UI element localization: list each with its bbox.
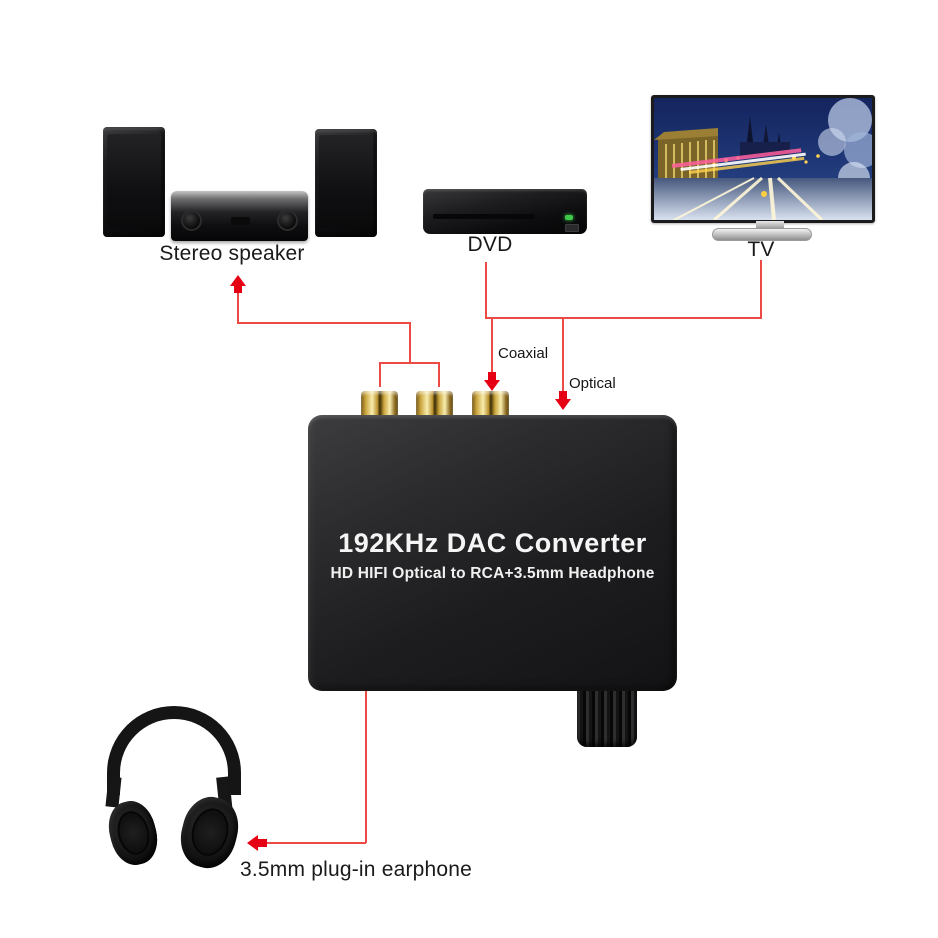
volume-knob — [577, 684, 637, 747]
stereo-receiver — [171, 191, 308, 241]
dvd-power-led — [565, 215, 573, 221]
earphone-label: 3.5mm plug-in earphone — [240, 858, 473, 881]
rca-bracket-right-drop — [438, 362, 440, 387]
junction-cable-horizontal — [485, 317, 762, 319]
coaxial-down-arrow-icon — [484, 372, 500, 391]
tv-screen — [654, 98, 872, 220]
optical-down-arrow-icon — [555, 391, 571, 410]
tv-stand-base — [712, 228, 812, 241]
receiver-knob-left — [181, 210, 202, 231]
tv-stand-neck — [756, 221, 784, 228]
rca-connector-left — [361, 391, 398, 418]
earphone-cable-vertical — [365, 690, 367, 843]
dvd-usb-port — [565, 224, 579, 233]
coaxial-connector — [472, 391, 509, 418]
coaxial-cable-drop — [491, 317, 493, 373]
coaxial-port-label: Coaxial — [498, 345, 549, 362]
dvd-tray-slot — [432, 214, 535, 220]
rca-bracket-left-drop — [379, 362, 381, 387]
speaker-cable-drop — [409, 322, 411, 363]
earphone-cable-horizontal — [265, 842, 366, 844]
speaker-cable-horizontal — [237, 322, 411, 324]
dac-converter-box: 192KHz DAC Converter HD HIFI Optical to … — [308, 415, 677, 691]
headphones — [102, 703, 254, 874]
rca-bracket-horizontal — [379, 362, 440, 364]
tv-cable-vertical — [760, 260, 762, 319]
stereo-speaker-label: Stereo speaker — [159, 242, 305, 265]
dvd-label: DVD — [467, 233, 513, 256]
up-arrow-icon — [230, 275, 246, 293]
speaker-cable-vertical — [237, 292, 239, 323]
rca-connector-right — [416, 391, 453, 418]
dvd-cable-vertical — [485, 262, 487, 319]
receiver-display — [231, 217, 251, 225]
left-speaker — [103, 127, 165, 237]
right-speaker — [315, 129, 377, 237]
receiver-knob-right — [277, 210, 298, 231]
headphone-cup-left — [102, 796, 164, 870]
dvd-player — [423, 189, 587, 234]
left-arrow-icon — [247, 835, 267, 851]
tv — [651, 95, 875, 223]
tv-label: TV — [747, 238, 775, 261]
optical-port-label: Optical — [569, 375, 616, 392]
headphone-cup-right — [174, 791, 245, 874]
dac-title: 192KHz DAC Converter — [338, 528, 647, 558]
dac-subtitle: HD HIFI Optical to RCA+3.5mm Headphone — [330, 565, 655, 582]
optical-cable-drop — [562, 317, 564, 392]
